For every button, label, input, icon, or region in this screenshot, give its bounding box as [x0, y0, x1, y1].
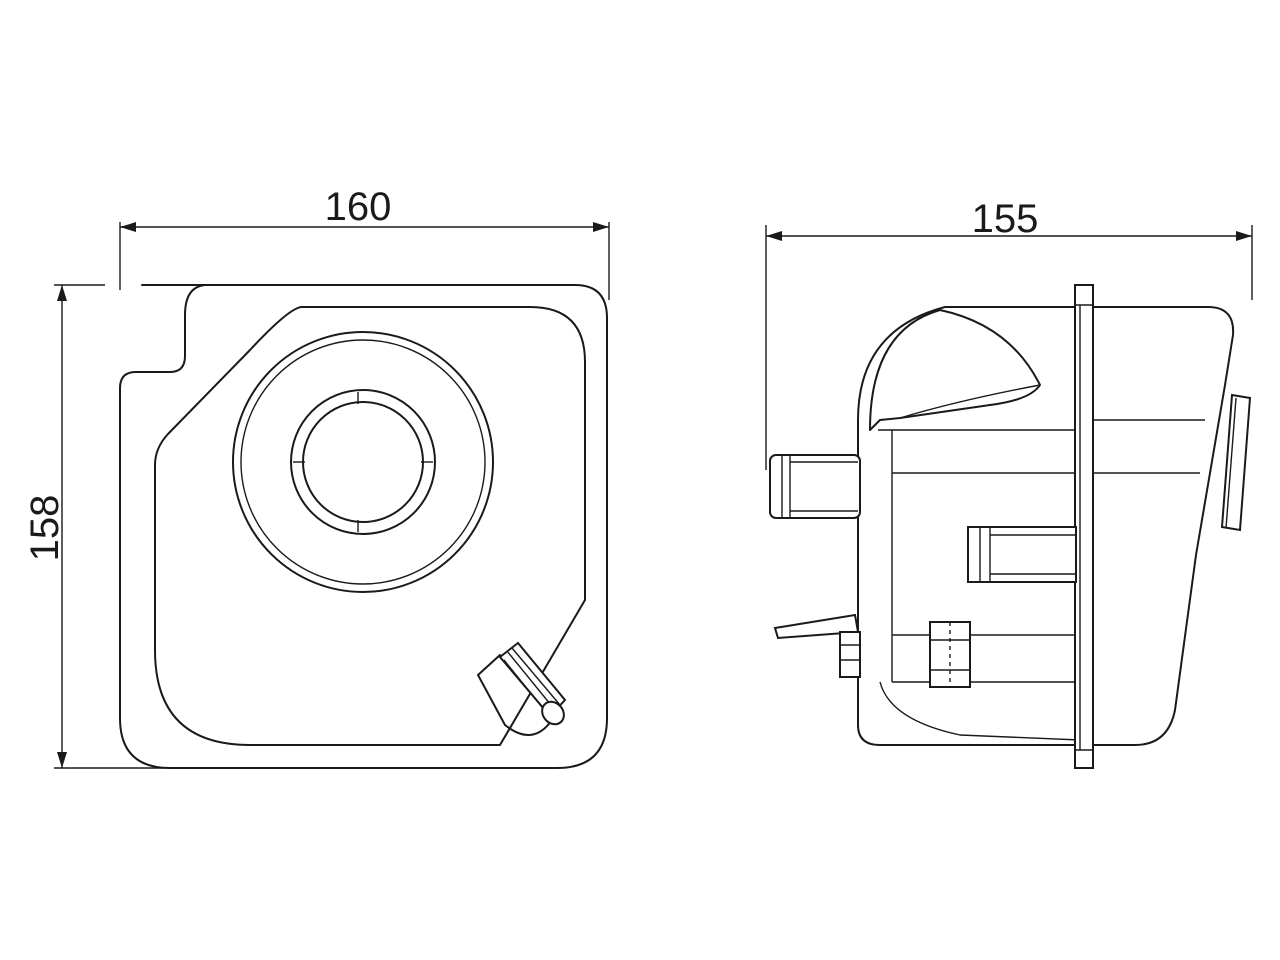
side-hose-nipple: [769, 454, 861, 519]
tank-inner-face: [154, 306, 586, 746]
side-mounting-flange: [1074, 284, 1094, 769]
front-view: 160 158: [23, 185, 610, 769]
side-outlet-nipple: [1220, 393, 1252, 532]
filler-neck-ticks: [293, 392, 433, 532]
front-sensor-connector: [477, 641, 567, 736]
front-height-dimension: 158: [23, 284, 165, 769]
filler-neck-inner: [302, 401, 424, 523]
filler-neck-outer: [290, 389, 436, 535]
front-height-label: 158: [23, 495, 67, 562]
side-width-dimension: 155: [765, 197, 1253, 470]
side-width-label: 155: [972, 197, 1039, 241]
front-width-dimension: 160: [119, 185, 610, 300]
cap-outer-ring-inner: [240, 339, 486, 585]
side-internal-pipe: [967, 526, 1077, 583]
side-interior-lines: [878, 419, 1205, 741]
side-tank-body: [857, 306, 1235, 746]
tank-outer-outline: [119, 284, 608, 769]
side-upper-lobe: [869, 309, 1041, 431]
side-sensor-bracket: [773, 613, 861, 678]
front-width-label: 160: [325, 185, 392, 229]
cap-outer-ring: [232, 331, 494, 593]
side-view: 155: [765, 197, 1253, 769]
side-internal-sensor: [929, 621, 971, 688]
